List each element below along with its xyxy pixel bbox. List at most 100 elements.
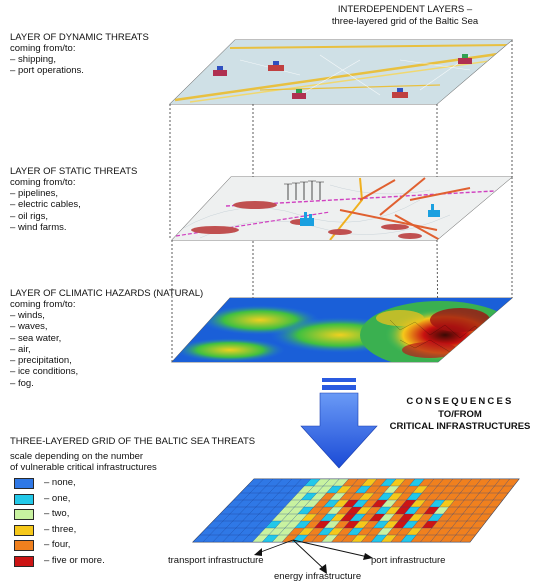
grid-cell [220, 507, 237, 514]
grid-cell [193, 535, 210, 542]
grid-cell [311, 535, 328, 542]
grid-title: THREE-LAYERED GRID OF THE BALTIC SEA THR… [10, 436, 256, 447]
legend-swatch [14, 540, 34, 551]
static-list-item: oil rigs, [10, 211, 137, 222]
header-line1: INTERDEPENDENT LAYERS – [337, 4, 473, 15]
consequences-line3: CRITICAL INFRASTRUCTURES [389, 421, 531, 432]
grid-cell [333, 521, 350, 528]
consequences-line2: TO/FROM [438, 409, 482, 420]
grid-cell [390, 535, 407, 542]
grid-cell [433, 507, 449, 514]
grid-cell [430, 535, 446, 542]
grid-cell [326, 486, 343, 493]
legend-swatch [14, 524, 34, 536]
grid-cell [209, 528, 227, 535]
grid-cell [406, 528, 423, 535]
grid-cell [355, 507, 372, 514]
climatic-list-item: air, [10, 344, 203, 355]
grid-cell [239, 528, 256, 535]
grid-cell [242, 535, 259, 542]
grid-cell [371, 500, 388, 507]
grid-cell [212, 535, 230, 542]
grid-cell [423, 507, 440, 514]
grid-cell [369, 514, 386, 521]
grid-cell [317, 528, 334, 535]
grid-cell [239, 507, 256, 514]
climatic-list-item: ice conditions, [10, 366, 203, 377]
grid-cell [249, 507, 266, 514]
grid-cell [447, 514, 463, 521]
grid-cell [336, 486, 352, 493]
grid-cell [466, 514, 483, 521]
grid-cell [326, 507, 343, 514]
grid-cell [342, 500, 359, 507]
grid-cell [327, 528, 344, 535]
grid-cell [498, 486, 514, 493]
grid-cell [353, 521, 370, 528]
grid-cell [206, 521, 224, 528]
grid-cell [288, 528, 305, 535]
grid-cell [259, 486, 276, 493]
grid-cell [365, 507, 382, 514]
grid-cell [479, 486, 495, 493]
grid-cell [473, 493, 489, 500]
grid-cell [291, 493, 308, 500]
grid-cell [431, 486, 447, 493]
grid-cell [375, 507, 392, 514]
grid-cell [431, 521, 448, 528]
grid-cell [382, 521, 399, 528]
grid-cell [351, 535, 368, 542]
grid-cell [418, 514, 434, 521]
grid-cell [349, 514, 366, 521]
grid-cell [298, 528, 315, 535]
threat-grid [192, 478, 520, 543]
grid-cell [408, 479, 425, 486]
grid-cell [457, 514, 473, 521]
energy-infrastructure-label: energy infrastructure [274, 571, 362, 582]
grid-cell [398, 514, 415, 521]
grid-cell [316, 486, 333, 493]
grid-cell [462, 507, 478, 514]
grid-cell [396, 493, 413, 500]
grid-cell [420, 535, 437, 542]
grid-cell [450, 486, 466, 493]
grid-cell [294, 479, 311, 486]
grid-cell [250, 486, 267, 493]
grid-cell [324, 521, 341, 528]
grid-cell [226, 500, 244, 507]
grid-cell [242, 514, 259, 521]
grid-cell [456, 479, 472, 486]
static-list-item: wind farms. [10, 222, 137, 233]
grid-cell [476, 514, 492, 521]
grid-cell [440, 535, 456, 542]
legend-swatch [14, 555, 34, 567]
dynamic-list-item: port operations. [10, 65, 149, 76]
grid-cell [437, 514, 453, 521]
grid-cell [219, 528, 236, 535]
grid-cell [216, 521, 233, 528]
grid-cell [361, 535, 377, 542]
infrastructure-arrows [257, 539, 369, 571]
grid-cell [252, 514, 269, 521]
grid-cell [410, 535, 427, 542]
grid-cell [399, 479, 415, 486]
grid-cell [229, 507, 247, 514]
grid-cell [361, 479, 378, 486]
grid-cell [475, 479, 491, 486]
grid-cell [232, 514, 250, 521]
grid-cell [504, 479, 519, 486]
grid-cell [388, 514, 405, 521]
grid-cell [320, 514, 337, 521]
grid-cell [278, 507, 295, 514]
grid-cell [294, 500, 311, 507]
grid-cell [445, 493, 461, 500]
grid-cell [329, 493, 346, 500]
grid-cell [330, 514, 347, 521]
grid-cell [304, 500, 321, 507]
grid-cell [465, 479, 482, 486]
grid-cell [461, 521, 477, 528]
ship-icon [458, 54, 472, 64]
dynamic-layer-title: LAYER OF DYNAMIC THREATS [10, 32, 149, 43]
grid-cell [255, 521, 272, 528]
grid-cell [389, 479, 406, 486]
